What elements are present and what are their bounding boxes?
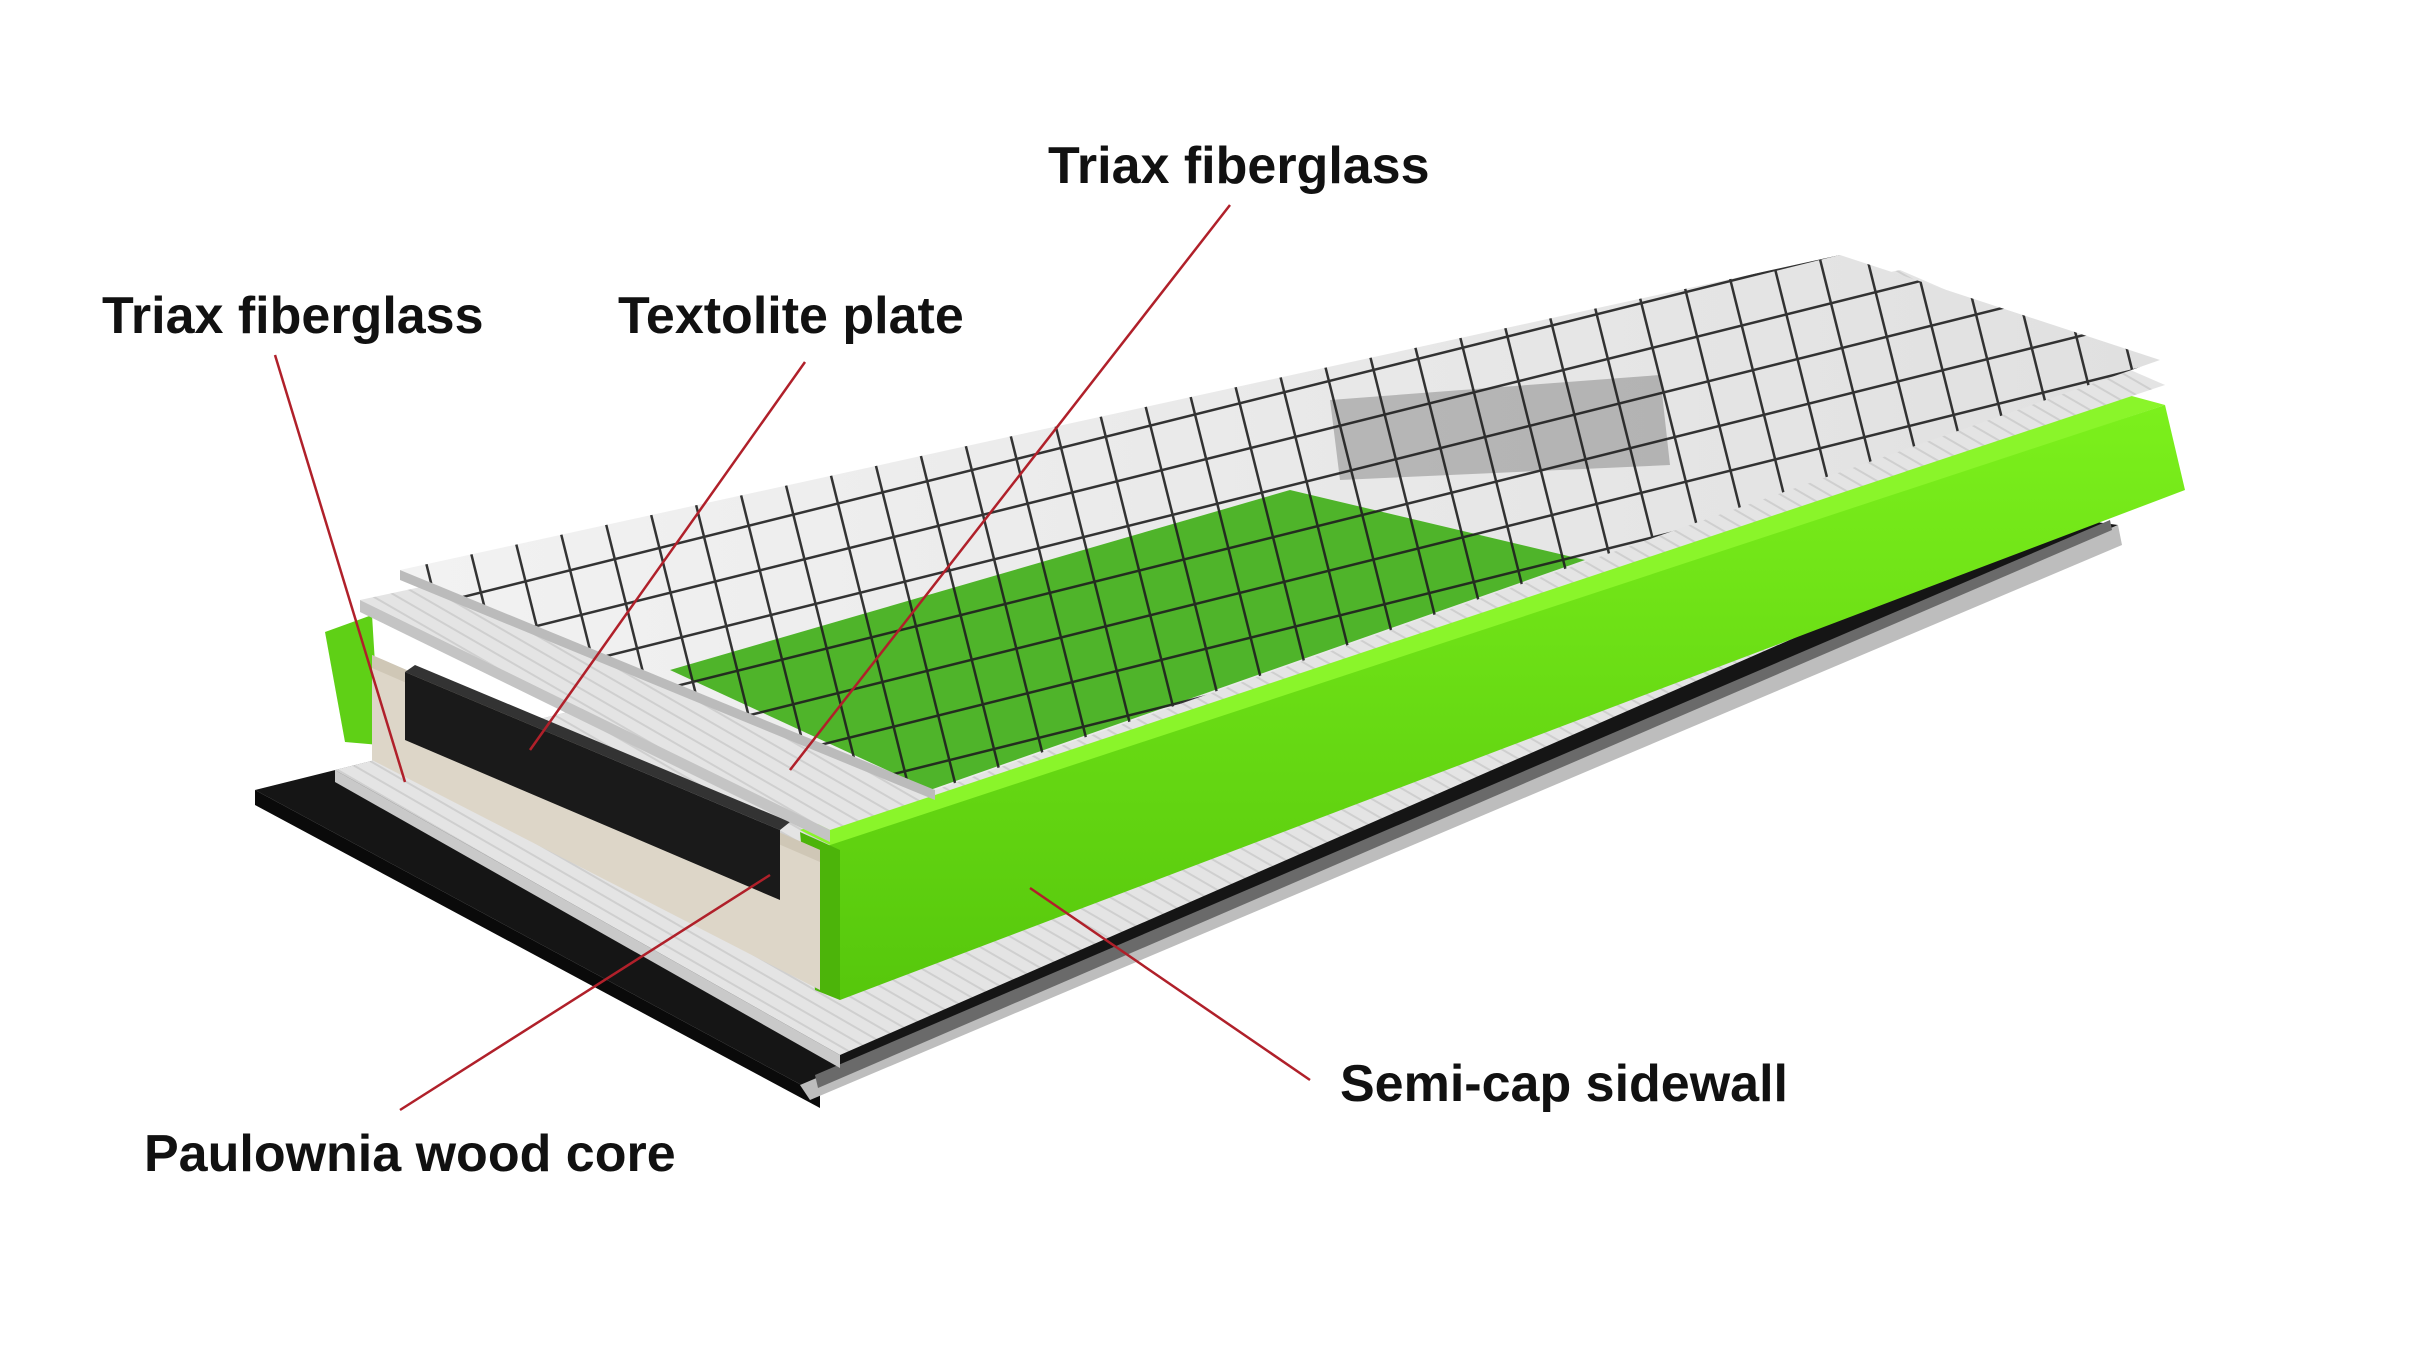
label-left-triax-fiberglass: Triax fiberglass [102, 287, 484, 345]
textolite-plate [405, 665, 790, 900]
leader-line-top-triax [789, 204, 1231, 771]
label-paulownia-wood-core: Paulownia wood core [144, 1125, 676, 1183]
leader-line-wood-core [399, 873, 771, 1112]
label-semi-cap-sidewall: Semi-cap sidewall [1340, 1055, 1788, 1113]
leader-lines [273, 204, 1311, 1112]
top-fiberglass-sheet [400, 255, 2160, 800]
leader-line-sidewall [1029, 886, 1311, 1082]
label-textolite-plate: Textolite plate [618, 287, 964, 345]
label-top-triax-fiberglass: Triax fiberglass [1048, 137, 1430, 195]
leader-line-left-triax [273, 354, 407, 783]
leader-line-textolite [528, 361, 807, 751]
